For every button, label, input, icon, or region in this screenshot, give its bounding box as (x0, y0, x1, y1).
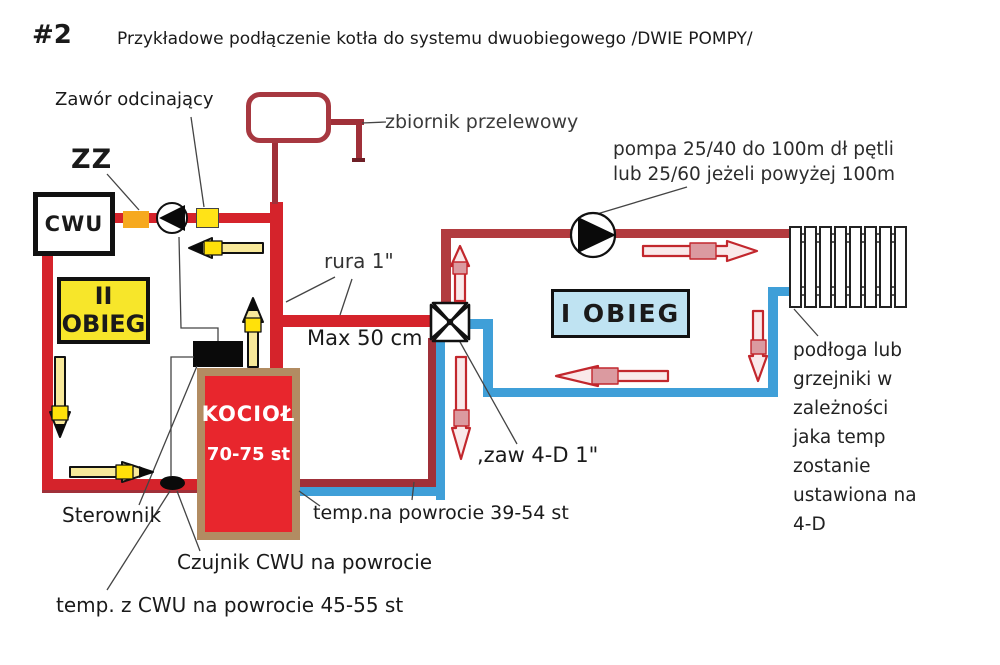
leader-overflow-tank (361, 121, 387, 124)
pipe-c1-return-d (768, 287, 778, 397)
label-pump-circuit1: pompa 25/40 do 100m dł pętli lub 25/60 j… (613, 137, 895, 187)
label-max-distance: Max 50 cm (307, 326, 423, 350)
label-cwu-sensor: Czujnik CWU na powrocie (177, 550, 433, 574)
pipe-c1-return-a (458, 319, 493, 329)
circuit1-label: I OBIEG (560, 299, 681, 328)
overflow-tank (246, 92, 331, 143)
diagram-title: Przykładowe podłączenie kotła do systemu… (117, 29, 753, 49)
leader-floor-text (793, 308, 819, 337)
pipe-tank-outlet-h (330, 119, 364, 125)
check-valve-zz (123, 211, 149, 228)
valve-4d-center (446, 318, 454, 326)
cwu-tank: CWU (33, 192, 115, 256)
label-overflow-tank: zbiornik przelewowy (385, 111, 579, 133)
flow-arrow-left (188, 237, 264, 259)
label-cwu-return-temp: temp. z CWU na powrocie 45-55 st (56, 593, 404, 617)
boiler: KOCIOŁ 70-75 st (197, 368, 300, 540)
cwu-tank-label: CWU (44, 212, 104, 236)
cwu-sensor-bulb (160, 476, 185, 490)
label-shutoff-valve: Zawór odcinający (55, 89, 214, 110)
pipe-return-maroon-h (300, 479, 436, 487)
pipe-return-blue-h (300, 487, 445, 496)
boiler-name: KOCIOŁ (201, 402, 296, 426)
flow-arrow-radiator-down (747, 309, 769, 383)
leader-rura-a (285, 276, 336, 303)
flow-arrow-up-valve (449, 244, 471, 303)
pipe-boiler-riser (270, 202, 283, 370)
label-check-valve: ZZ (71, 144, 113, 175)
flow-arrow-return-left (554, 364, 670, 388)
pipe-tank-outlet-cap (352, 158, 365, 162)
circuit2-line1: II (94, 281, 113, 310)
flow-arrow-down (49, 356, 71, 438)
circuit2-line2: OBIEG (61, 309, 146, 338)
controller-box (193, 341, 243, 367)
circuit1-badge: I OBIEG (551, 289, 690, 338)
label-pump-line1: pompa 25/40 do 100m dł pętli (613, 139, 894, 160)
flow-arrows-circuit1 (449, 239, 769, 461)
radiator (789, 226, 907, 308)
leader-rura-b (339, 278, 353, 316)
pipe-tank-outlet-v (356, 119, 362, 161)
wire-sensor-controller (170, 356, 194, 476)
leader-shutoff-valve (190, 116, 205, 208)
pipe-c1-return-c (483, 388, 778, 397)
flow-arrow-up (242, 297, 264, 368)
page-number: #2 (32, 20, 72, 50)
boiler-temp: 70-75 st (206, 444, 291, 465)
pipe-cwu-supply (112, 213, 274, 223)
leader-pump1 (576, 186, 688, 221)
wire-pump2-controller (178, 236, 219, 341)
flow-arrow-valve-down (450, 355, 472, 461)
label-return-temp: temp.na powrocie 39-54 st (313, 502, 569, 524)
label-valve-4d: ,zaw 4-D 1" (477, 443, 599, 467)
pipe-return-maroon-v (428, 338, 436, 486)
flow-arrow-supply-right (641, 239, 759, 263)
label-controller: Sterownik (62, 503, 162, 527)
pipe-c1-return-b (483, 319, 493, 397)
pipe-cwu-left-down (42, 255, 53, 485)
pipe-boiler-to-valve (283, 315, 433, 327)
pipe-valve-top-stub (441, 229, 451, 307)
circuit2-badge: II OBIEG (57, 277, 150, 344)
shutoff-valve (196, 208, 219, 228)
pipe-c1-return-e (768, 287, 793, 296)
label-pipe-size: rura 1" (324, 249, 394, 273)
pipe-return-blue-v (436, 338, 445, 500)
label-pump-line2: lub 25/60 jeżeli powyżej 100m (613, 164, 896, 185)
label-floor-text: podłoga lub grzejniki w zależności jaka … (793, 340, 917, 535)
pipe-circuit1-supply (441, 229, 793, 238)
pipe-tank-stem (272, 142, 278, 204)
